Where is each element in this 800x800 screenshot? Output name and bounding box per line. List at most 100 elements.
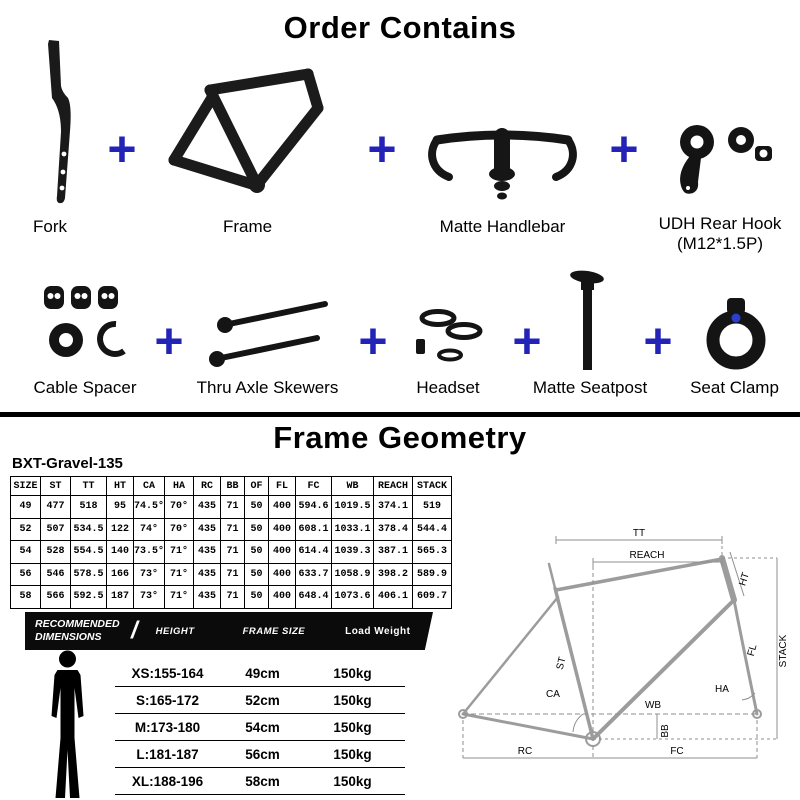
geometry-column-header: FL — [268, 476, 296, 496]
geometry-cell: 507 — [40, 517, 71, 541]
dim-label-fl: FL — [746, 643, 760, 658]
geometry-cell: 374.1 — [373, 495, 413, 519]
udh-rear-hook-image — [680, 125, 772, 194]
geometry-cell: 534.5 — [70, 517, 107, 541]
geometry-cell: 71 — [220, 517, 245, 541]
plus-icon: + — [512, 313, 542, 369]
udh-label-line2: (M12*1.5P) — [677, 233, 763, 253]
recommended-height: S:165-172 — [135, 692, 200, 708]
geometry-cell: 518 — [70, 495, 107, 519]
recommended-weight: 150kg — [333, 719, 372, 735]
plus-icon: + — [609, 121, 639, 177]
plus-icon: + — [643, 313, 673, 369]
banner-slash: / — [131, 617, 138, 644]
geometry-column-header: HA — [164, 476, 194, 496]
recommended-row: XS:155-164 49cm 150kg — [115, 660, 405, 687]
geometry-cell: 400 — [268, 562, 296, 586]
thru-axle-image — [209, 301, 328, 367]
geometry-cell: 435 — [193, 540, 221, 564]
geometry-cell: 166 — [106, 562, 134, 586]
recommended-size: 56cm — [245, 746, 280, 762]
geometry-cell: 435 — [193, 585, 221, 609]
dim-label-ca: CA — [546, 689, 560, 700]
geometry-cell: 546 — [40, 562, 71, 586]
geometry-column-header: ST — [40, 476, 71, 496]
geometry-cell: 49 — [10, 495, 41, 519]
banner-load-weight-label: Load Weight — [345, 625, 411, 637]
geometry-cell: 74° — [133, 517, 165, 541]
geometry-column-header: RC — [193, 476, 221, 496]
dim-label-rc: RC — [518, 746, 532, 757]
recommended-size: 49cm — [245, 665, 280, 681]
part-label-fork: Fork — [33, 217, 67, 236]
geometry-column-header: OF — [244, 476, 269, 496]
geometry-cell: 608.1 — [295, 517, 332, 541]
plus-icon: + — [367, 121, 397, 177]
geometry-cell: 73° — [133, 585, 165, 609]
geometry-cell: 435 — [193, 562, 221, 586]
plus-icon: + — [107, 121, 137, 177]
geometry-column-header: FC — [295, 476, 332, 496]
geometry-column-header: CA — [133, 476, 165, 496]
geometry-cell: 398.2 — [373, 562, 413, 586]
geometry-cell: 554.5 — [70, 540, 107, 564]
udh-label-line1: UDH Rear Hook — [658, 214, 782, 233]
geometry-cell: 71 — [220, 585, 245, 609]
geometry-cell: 50 — [244, 495, 269, 519]
geometry-cell: 648.4 — [295, 585, 332, 609]
banner-height-label: HEIGHT — [155, 625, 195, 637]
recommended-dimensions-label: RECOMMENDED DIMENSIONS — [35, 618, 120, 643]
seat-clamp-image — [706, 298, 766, 370]
recommended-dimensions-banner: RECOMMENDED DIMENSIONS / HEIGHT FRAME SI… — [25, 612, 433, 650]
geometry-cell: 71 — [220, 562, 245, 586]
recommended-weight: 150kg — [333, 665, 372, 681]
geometry-cell: 71 — [220, 540, 245, 564]
geometry-cell: 406.1 — [373, 585, 413, 609]
geometry-cell: 400 — [268, 540, 296, 564]
geometry-cell: 50 — [244, 562, 269, 586]
geometry-cell: 435 — [193, 495, 221, 519]
recommended-weight: 150kg — [333, 746, 372, 762]
recommended-height: XS:155-164 — [131, 665, 204, 681]
seatpost-image — [570, 270, 604, 370]
geometry-cell: 378.4 — [373, 517, 413, 541]
part-label-cable-spacer: Cable Spacer — [33, 378, 137, 397]
geometry-cell: 70° — [164, 495, 194, 519]
geometry-column-header: HT — [106, 476, 134, 496]
frame-image — [168, 68, 324, 193]
geometry-column-header: STACK — [412, 476, 452, 496]
model-name: BXT-Gravel-135 — [12, 455, 123, 472]
geometry-cell: 387.1 — [373, 540, 413, 564]
geometry-cell: 566 — [40, 585, 71, 609]
geometry-cell: 71° — [164, 540, 194, 564]
recommended-size: 54cm — [245, 719, 280, 735]
geometry-cell: 1033.1 — [331, 517, 374, 541]
part-label-frame: Frame — [222, 217, 273, 236]
geometry-cell: 140 — [106, 540, 134, 564]
geometry-cell: 71° — [164, 585, 194, 609]
geometry-cell: 578.5 — [70, 562, 107, 586]
dim-label-ht: HT — [737, 571, 752, 587]
geometry-cell: 58 — [10, 585, 41, 609]
geometry-column-header: WB — [331, 476, 374, 496]
dim-label-wb: WB — [645, 700, 661, 711]
geometry-cell: 400 — [268, 585, 296, 609]
dim-label-ha: HA — [715, 684, 729, 695]
dim-label-reach: REACH — [629, 550, 664, 561]
geometry-cell: 50 — [244, 540, 269, 564]
recommended-size: 52cm — [245, 692, 280, 708]
cable-spacer-image — [44, 286, 126, 357]
dim-label-bb: BB — [660, 724, 671, 738]
geometry-cell: 1019.5 — [331, 495, 374, 519]
plus-icon: + — [154, 313, 184, 369]
geometry-cell: 50 — [244, 585, 269, 609]
part-label-headset: Headset — [416, 378, 480, 397]
geometry-cell: 74.5° — [133, 495, 165, 519]
